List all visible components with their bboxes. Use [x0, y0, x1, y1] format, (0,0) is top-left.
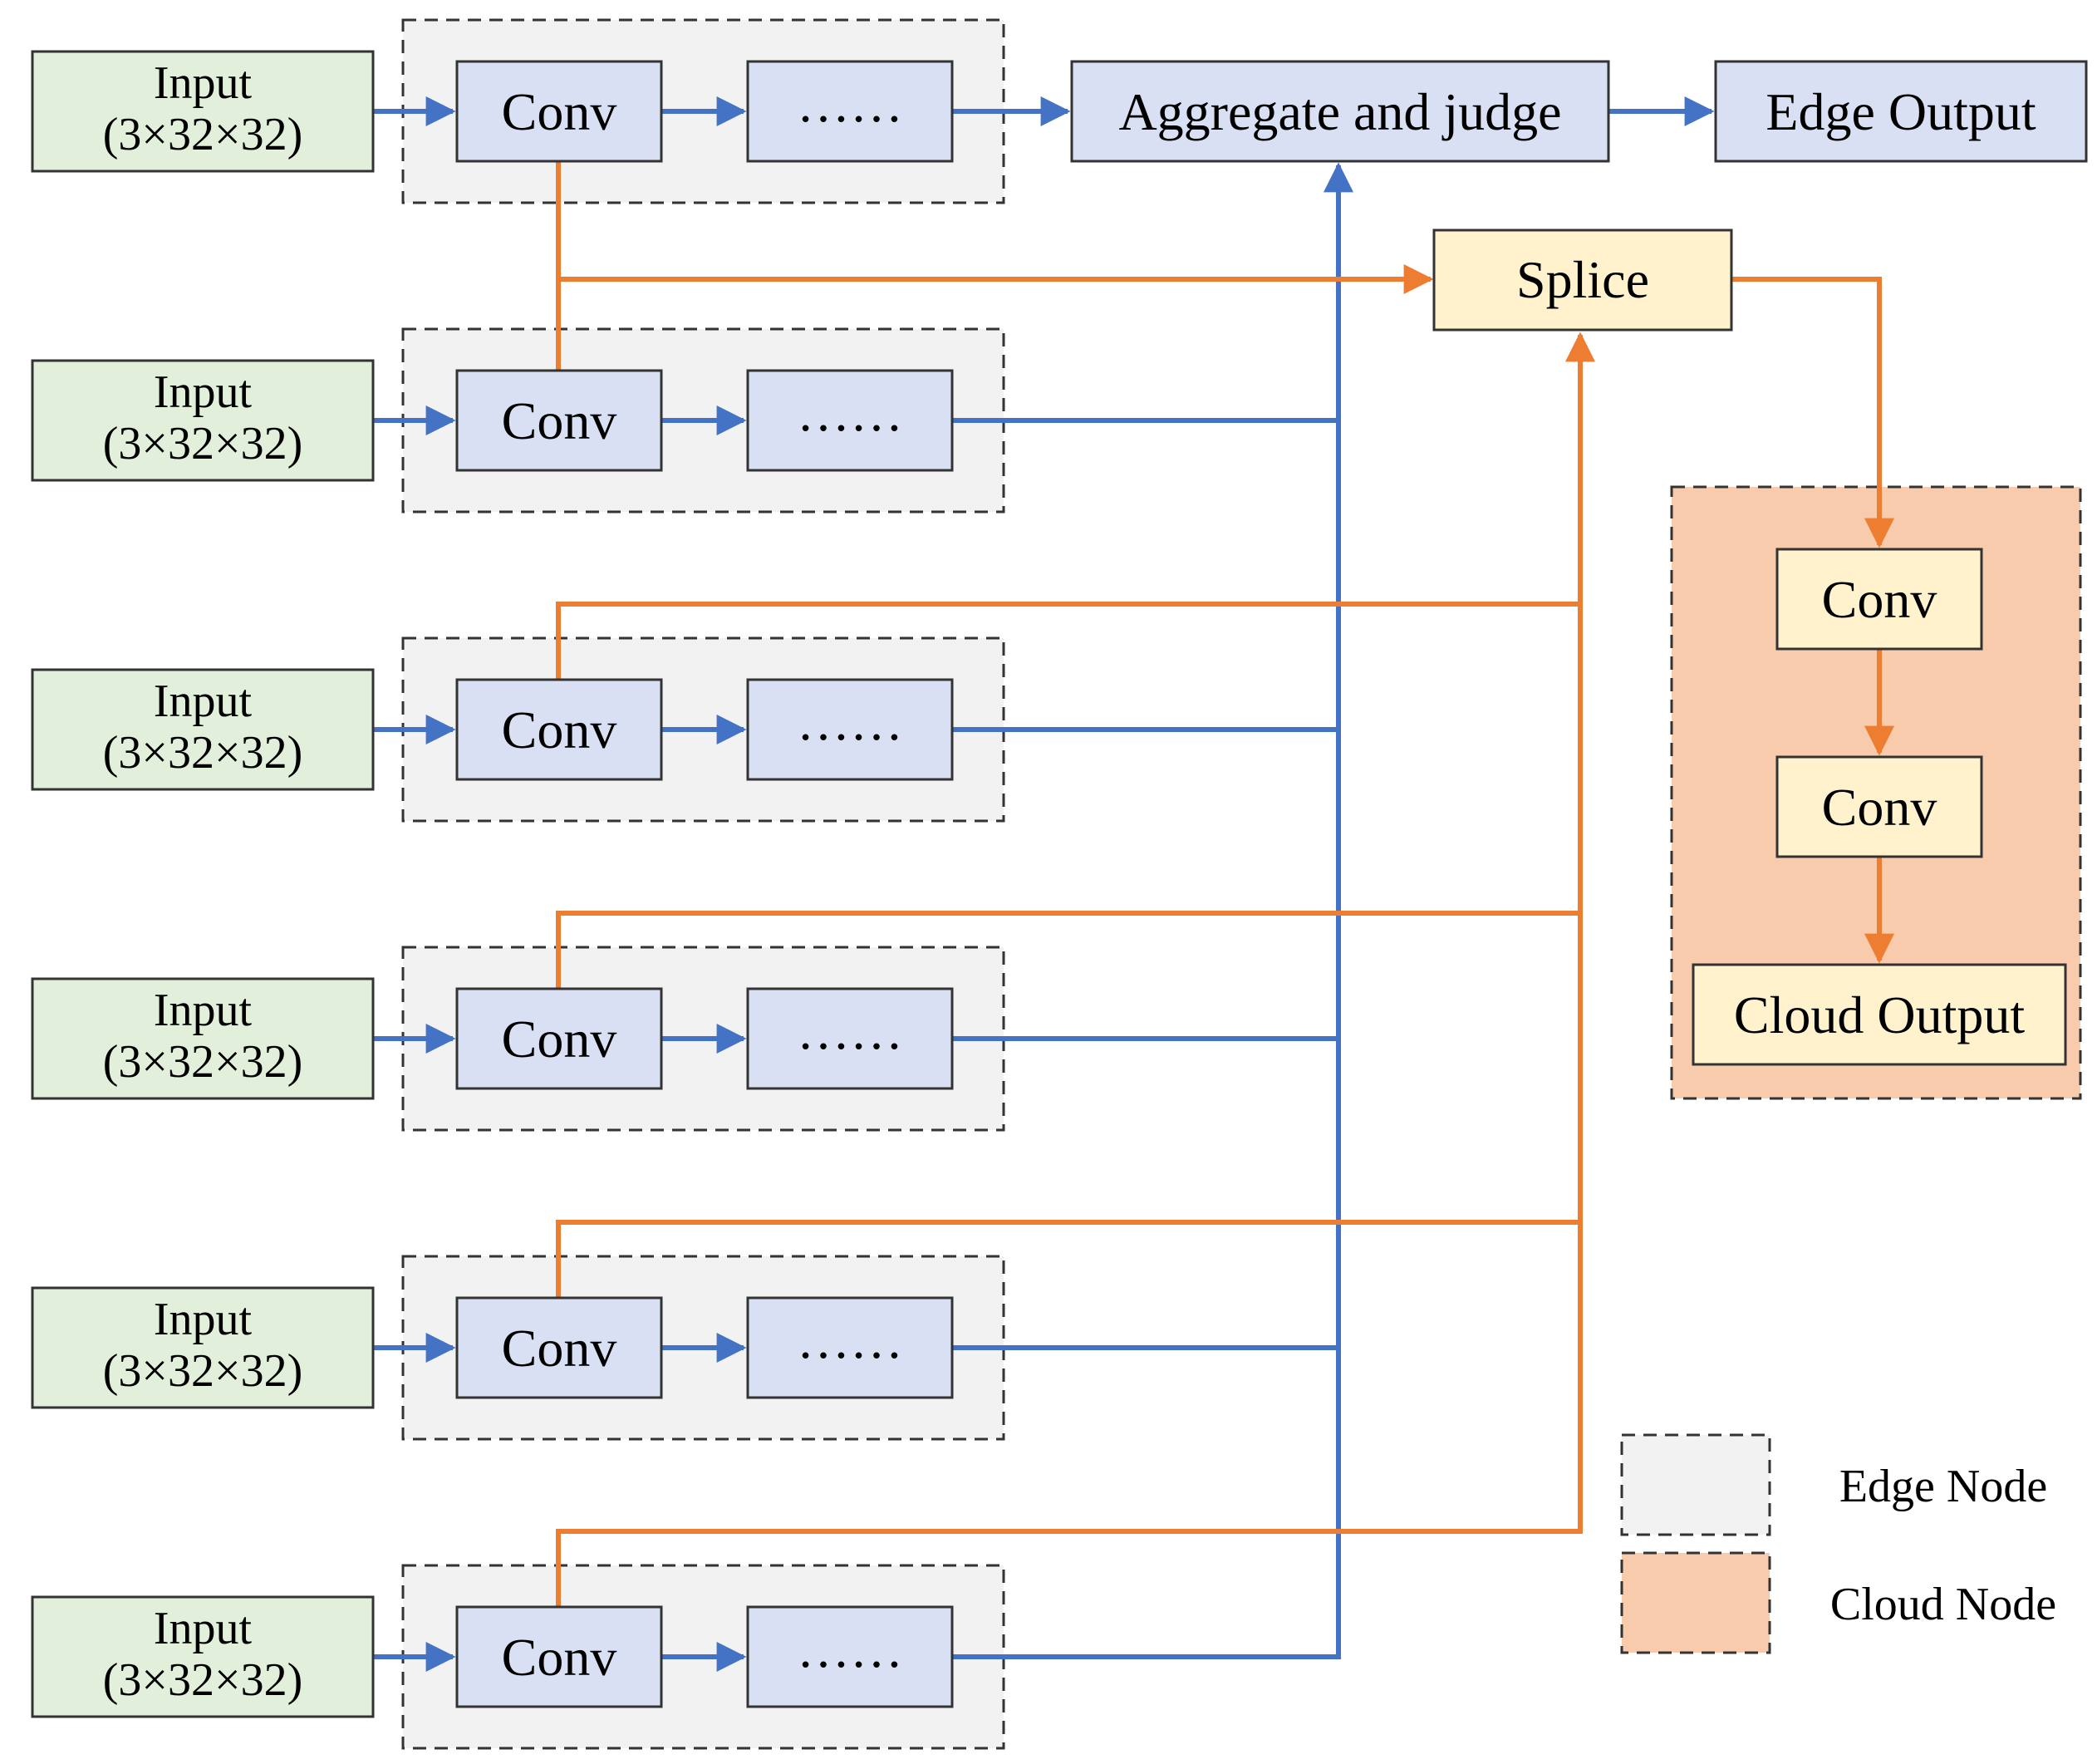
ellipsis-block: [746, 678, 954, 781]
input-shape: (3×32×32): [103, 1654, 302, 1706]
legend: Edge Node Cloud Node: [1620, 1433, 2056, 1654]
input-label: Input: [154, 57, 253, 109]
cloud-conv-label-1: Conv: [1822, 570, 1937, 629]
input-shape: (3×32×32): [103, 1345, 302, 1397]
conv-block: [455, 369, 663, 472]
input-label: Input: [154, 366, 253, 418]
input-label: Input: [154, 985, 253, 1036]
conv-label: Conv: [502, 82, 617, 141]
input-blocks: Input (3×32×32) Input (3×32×32) Input (3…: [31, 50, 375, 1718]
splice-block: Splice: [1432, 228, 1733, 332]
input-block-2: Input (3×32×32): [31, 359, 375, 482]
input-label: Input: [154, 1294, 253, 1345]
edge-layers: Conv …… Conv …… Conv …… Conv …… Conv ……: [455, 60, 954, 1708]
ellipsis-label: ……: [797, 1619, 903, 1678]
ellipsis-label: ……: [797, 74, 903, 133]
ellipsis-label: ……: [797, 1001, 903, 1060]
conv6-to-splice-link: [556, 1529, 1580, 1607]
cloud-output-block: [1692, 963, 2067, 1066]
input-block-3: Input (3×32×32): [31, 668, 375, 791]
ellipsis-block: [746, 369, 954, 472]
cloud-conv-label-2: Conv: [1822, 778, 1937, 837]
edge-row-2: Conv ……: [455, 369, 954, 472]
cloud-layers: Conv Conv Cloud Output: [1692, 548, 2067, 1066]
edge-output-label: Edge Output: [1766, 82, 2036, 141]
ellipsis-block: [746, 1605, 954, 1708]
input-block-6: Input (3×32×32): [31, 1595, 375, 1718]
edge-row-1: Conv ……: [455, 60, 954, 163]
input-block-1: Input (3×32×32): [31, 50, 375, 173]
conv-label: Conv: [502, 700, 617, 759]
conv5-to-splice-link: [556, 1220, 1580, 1298]
conv3-to-splice-link: [556, 602, 1580, 680]
conv-block: [455, 1296, 663, 1399]
legend-cloud-node-swatch: [1620, 1551, 1771, 1654]
edge-output-block: Edge Output: [1714, 60, 2088, 163]
conv-block: [455, 678, 663, 781]
cloud-output-label: Cloud Output: [1734, 985, 2025, 1044]
conv-label: Conv: [502, 1628, 617, 1687]
splice-to-cloud-conv-arrow: [1729, 277, 1894, 548]
aggregate-label: Aggregate and judge: [1118, 82, 1561, 141]
edge-row-4: Conv ……: [455, 987, 954, 1090]
legend-edge-node-swatch: [1620, 1433, 1771, 1536]
aggregate-judge-block: Aggregate and judge: [1070, 60, 1610, 163]
ellipsis-label: ……: [797, 383, 903, 442]
conv-block: [455, 987, 663, 1090]
ellipsis-label: ……: [797, 1310, 903, 1369]
ellipsis-block: [746, 60, 954, 163]
input-shape: (3×32×32): [103, 1036, 302, 1088]
input-label: Input: [154, 1603, 253, 1654]
legend-cloud-node-label: Cloud Node: [1830, 1579, 2056, 1630]
cloud-conv-block-1: [1775, 548, 1983, 651]
splice-label: Splice: [1516, 250, 1649, 309]
input-block-5: Input (3×32×32): [31, 1286, 375, 1409]
conv4-to-splice-link: [556, 911, 1580, 989]
edge-row-6: Conv ……: [455, 1605, 954, 1708]
edge-row-5: Conv ……: [455, 1296, 954, 1399]
edge-row-3: Conv ……: [455, 678, 954, 781]
conv-label: Conv: [502, 1319, 617, 1378]
input-shape: (3×32×32): [103, 109, 302, 160]
ellipsis-label: ……: [797, 692, 903, 751]
input-block-4: Input (3×32×32): [31, 977, 375, 1100]
conv-block: [455, 60, 663, 163]
conv-block: [455, 1605, 663, 1708]
ellipsis-block: [746, 987, 954, 1090]
legend-edge-node-label: Edge Node: [1839, 1461, 2047, 1512]
input-shape: (3×32×32): [103, 418, 302, 469]
cloud-conv-block-2: [1775, 755, 1983, 858]
ellipsis-block: [746, 1296, 954, 1399]
input-shape: (3×32×32): [103, 727, 302, 779]
conv-label: Conv: [502, 1010, 617, 1069]
cloud-links: [556, 161, 1894, 1607]
input-label: Input: [154, 676, 253, 727]
conv-label: Conv: [502, 391, 617, 450]
